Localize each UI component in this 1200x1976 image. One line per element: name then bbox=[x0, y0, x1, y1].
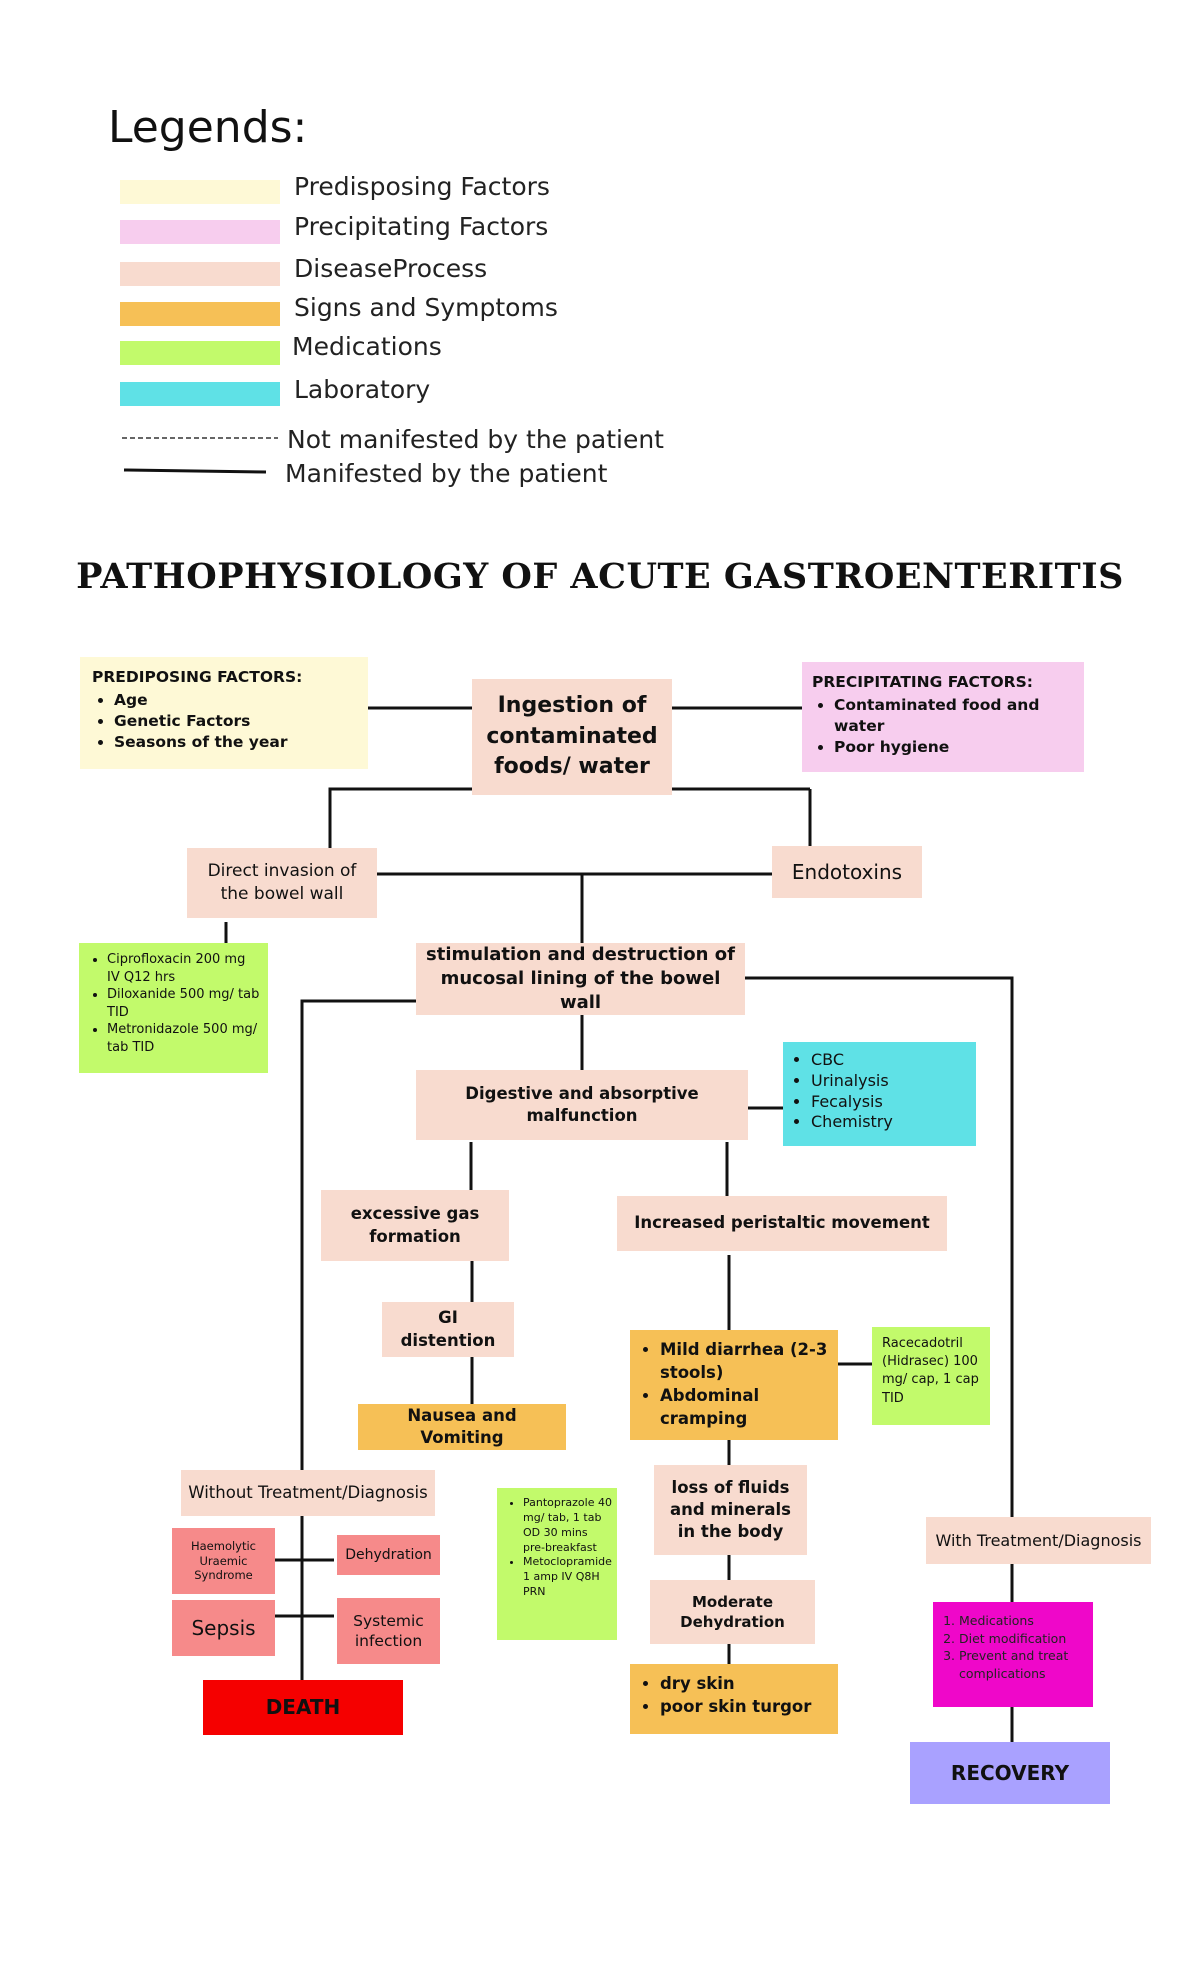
list-item: Diet modification bbox=[959, 1630, 1089, 1648]
haemolytic-uraemic-box: Haemolytic Uraemic Syndrome bbox=[172, 1528, 275, 1594]
sepsis-box: Sepsis bbox=[172, 1600, 275, 1656]
recovery-box: RECOVERY bbox=[910, 1742, 1110, 1804]
treatment-list: MedicationsDiet modificationPrevent and … bbox=[937, 1612, 1089, 1682]
with-treatment-box: With Treatment/Diagnosis bbox=[926, 1517, 1151, 1564]
predisposing-list: AgeGenetic FactorsSeasons of the year bbox=[92, 690, 356, 753]
list-item: Prevent and treat complications bbox=[959, 1647, 1089, 1682]
dehydration-box: Dehydration bbox=[337, 1535, 440, 1575]
list-item: Ciprofloxacin 200 mg IV Q12 hrs bbox=[107, 951, 262, 986]
direct-invasion-box: Direct invasion of the bowel wall bbox=[187, 848, 377, 918]
legend-swatch-3 bbox=[120, 262, 280, 286]
legend-label-5: Medications bbox=[292, 332, 442, 361]
legend-swatch-2 bbox=[120, 220, 280, 244]
medication-antiemetic-box: Pantoprazole 40 mg/ tab, 1 tab OD 30 min… bbox=[497, 1488, 617, 1640]
legend-label-2: Precipitating Factors bbox=[294, 212, 549, 241]
laboratory-list: CBCUrinalysisFecalysisChemistry bbox=[789, 1050, 970, 1133]
skin-signs-list: dry skinpoor skin turgor bbox=[638, 1672, 830, 1718]
death-box: DEATH bbox=[203, 1680, 403, 1735]
legend-label-3: DiseaseProcess bbox=[294, 254, 488, 283]
list-item: Medications bbox=[959, 1612, 1089, 1630]
list-item: Metronidazole 500 mg/ tab TID bbox=[107, 1021, 262, 1056]
systemic-infection-box: Systemic infection bbox=[337, 1598, 440, 1664]
diarrhea-box: Mild diarrhea (2-3 stools)Abdominal cram… bbox=[630, 1330, 838, 1440]
gi-distention-box: GI distention bbox=[382, 1302, 514, 1357]
list-item: Metoclopramide 1 amp IV Q8H PRN bbox=[523, 1555, 613, 1600]
medication-antiemetic-list: Pantoprazole 40 mg/ tab, 1 tab OD 30 min… bbox=[501, 1496, 613, 1600]
list-item: Seasons of the year bbox=[114, 732, 356, 753]
list-item: Genetic Factors bbox=[114, 711, 356, 732]
diagram-title: PATHOPHYSIOLOGY OF ACUTE GASTROENTERITIS bbox=[76, 556, 1124, 597]
list-item: dry skin bbox=[660, 1672, 830, 1695]
legend-label-4: Signs and Symptoms bbox=[294, 293, 558, 322]
excessive-gas-box: excessive gas formation bbox=[321, 1190, 509, 1261]
digestive-malfunction-box: Digestive and absorptive malfunction bbox=[416, 1070, 748, 1140]
skin-signs-box: dry skinpoor skin turgor bbox=[630, 1664, 838, 1734]
treatment-box: MedicationsDiet modificationPrevent and … bbox=[933, 1602, 1093, 1707]
legend-swatch-6 bbox=[120, 382, 280, 406]
nausea-vomiting-box: Nausea and Vomiting bbox=[358, 1404, 566, 1450]
list-item: Diloxanide 500 mg/ tab TID bbox=[107, 986, 262, 1021]
list-item: Age bbox=[114, 690, 356, 711]
legend-swatch-1 bbox=[120, 180, 280, 204]
legend-swatch-5 bbox=[120, 341, 280, 365]
list-item: Contaminated food and water bbox=[834, 695, 1074, 737]
list-item: Poor hygiene bbox=[834, 737, 1074, 758]
legend-title: Legends: bbox=[108, 102, 308, 153]
list-item: Mild diarrhea (2-3 stools) bbox=[660, 1338, 830, 1384]
legend-solid-label: Manifested by the patient bbox=[285, 459, 608, 488]
predisposing-title: PREDIPOSING FACTORS: bbox=[92, 668, 303, 686]
loss-of-fluids-box: loss of fluids and minerals in the body bbox=[654, 1465, 807, 1555]
precipitating-factors-box: PRECIPITATING FACTORS: Contaminated food… bbox=[802, 662, 1084, 772]
racecadotril-box: Racecadotril (Hidrasec) 100 mg/ cap, 1 c… bbox=[872, 1327, 990, 1425]
medication-antibiotics-list: Ciprofloxacin 200 mg IV Q12 hrsDiloxanid… bbox=[85, 951, 262, 1056]
list-item: Fecalysis bbox=[811, 1092, 970, 1113]
medication-antibiotics-box: Ciprofloxacin 200 mg IV Q12 hrsDiloxanid… bbox=[79, 943, 268, 1073]
laboratory-box: CBCUrinalysisFecalysisChemistry bbox=[783, 1042, 976, 1146]
peristaltic-movement-box: Increased peristaltic movement bbox=[617, 1196, 947, 1251]
list-item: CBC bbox=[811, 1050, 970, 1071]
list-item: Pantoprazole 40 mg/ tab, 1 tab OD 30 min… bbox=[523, 1496, 613, 1555]
ingestion-box: Ingestion of contaminated foods/ water bbox=[472, 679, 672, 795]
legend-label-6: Laboratory bbox=[294, 375, 431, 404]
moderate-dehydration-box: Moderate Dehydration bbox=[650, 1580, 815, 1644]
list-item: poor skin turgor bbox=[660, 1695, 830, 1718]
precipitating-list: Contaminated food and waterPoor hygiene bbox=[812, 695, 1074, 758]
list-item: Chemistry bbox=[811, 1112, 970, 1133]
solid-line-sample bbox=[123, 468, 267, 474]
legend-dashed-label: Not manifested by the patient bbox=[287, 425, 664, 454]
legend-swatch-4 bbox=[120, 302, 280, 326]
list-item: Urinalysis bbox=[811, 1071, 970, 1092]
legend-line-samples bbox=[122, 437, 278, 474]
diarrhea-list: Mild diarrhea (2-3 stools)Abdominal cram… bbox=[638, 1338, 830, 1430]
stimulation-box: stimulation and destruction of mucosal l… bbox=[416, 943, 745, 1015]
list-item: Abdominal cramping bbox=[660, 1384, 830, 1430]
precipitating-title: PRECIPITATING FACTORS: bbox=[812, 673, 1033, 691]
endotoxins-box: Endotoxins bbox=[772, 846, 922, 898]
without-treatment-box: Without Treatment/Diagnosis bbox=[181, 1470, 435, 1516]
predisposing-factors-box: PREDIPOSING FACTORS: AgeGenetic FactorsS… bbox=[80, 657, 368, 769]
legend-label-1: Predisposing Factors bbox=[294, 172, 550, 201]
